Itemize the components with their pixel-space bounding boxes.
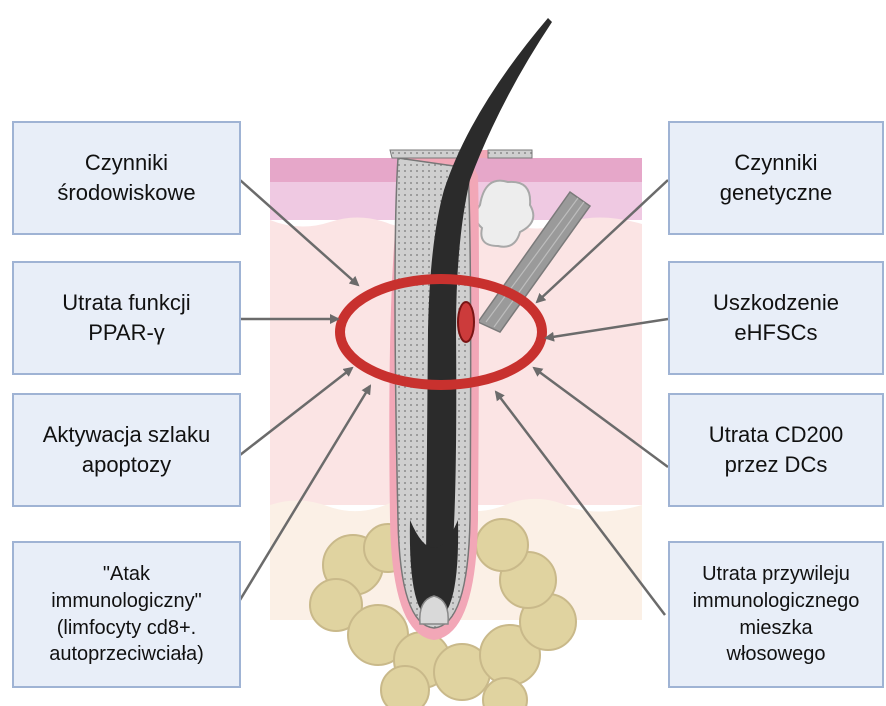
skin-surface-lining bbox=[488, 150, 532, 158]
label-environmental-factors: Czynniki środowiskowe bbox=[12, 121, 241, 235]
label-immune-privilege-loss: Utrata przywileju immunologicznego miesz… bbox=[668, 541, 884, 688]
fat-cell bbox=[381, 666, 429, 706]
fat-cell bbox=[476, 519, 528, 571]
label-immune-attack: "Atak immunologiczny" (limfocyty cd8+. a… bbox=[12, 541, 241, 688]
label-ppar-loss: Utrata funkcji PPAR-γ bbox=[12, 261, 241, 375]
bulge-region bbox=[458, 302, 474, 342]
label-ehfscs-damage: Uszkodzenie eHFSCs bbox=[668, 261, 884, 375]
label-cd200-loss: Utrata CD200 przez DCs bbox=[668, 393, 884, 507]
label-genetic-factors: Czynniki genetyczne bbox=[668, 121, 884, 235]
label-apoptosis-activation: Aktywacja szlaku apoptozy bbox=[12, 393, 241, 507]
skin-surface-lining bbox=[390, 150, 462, 158]
